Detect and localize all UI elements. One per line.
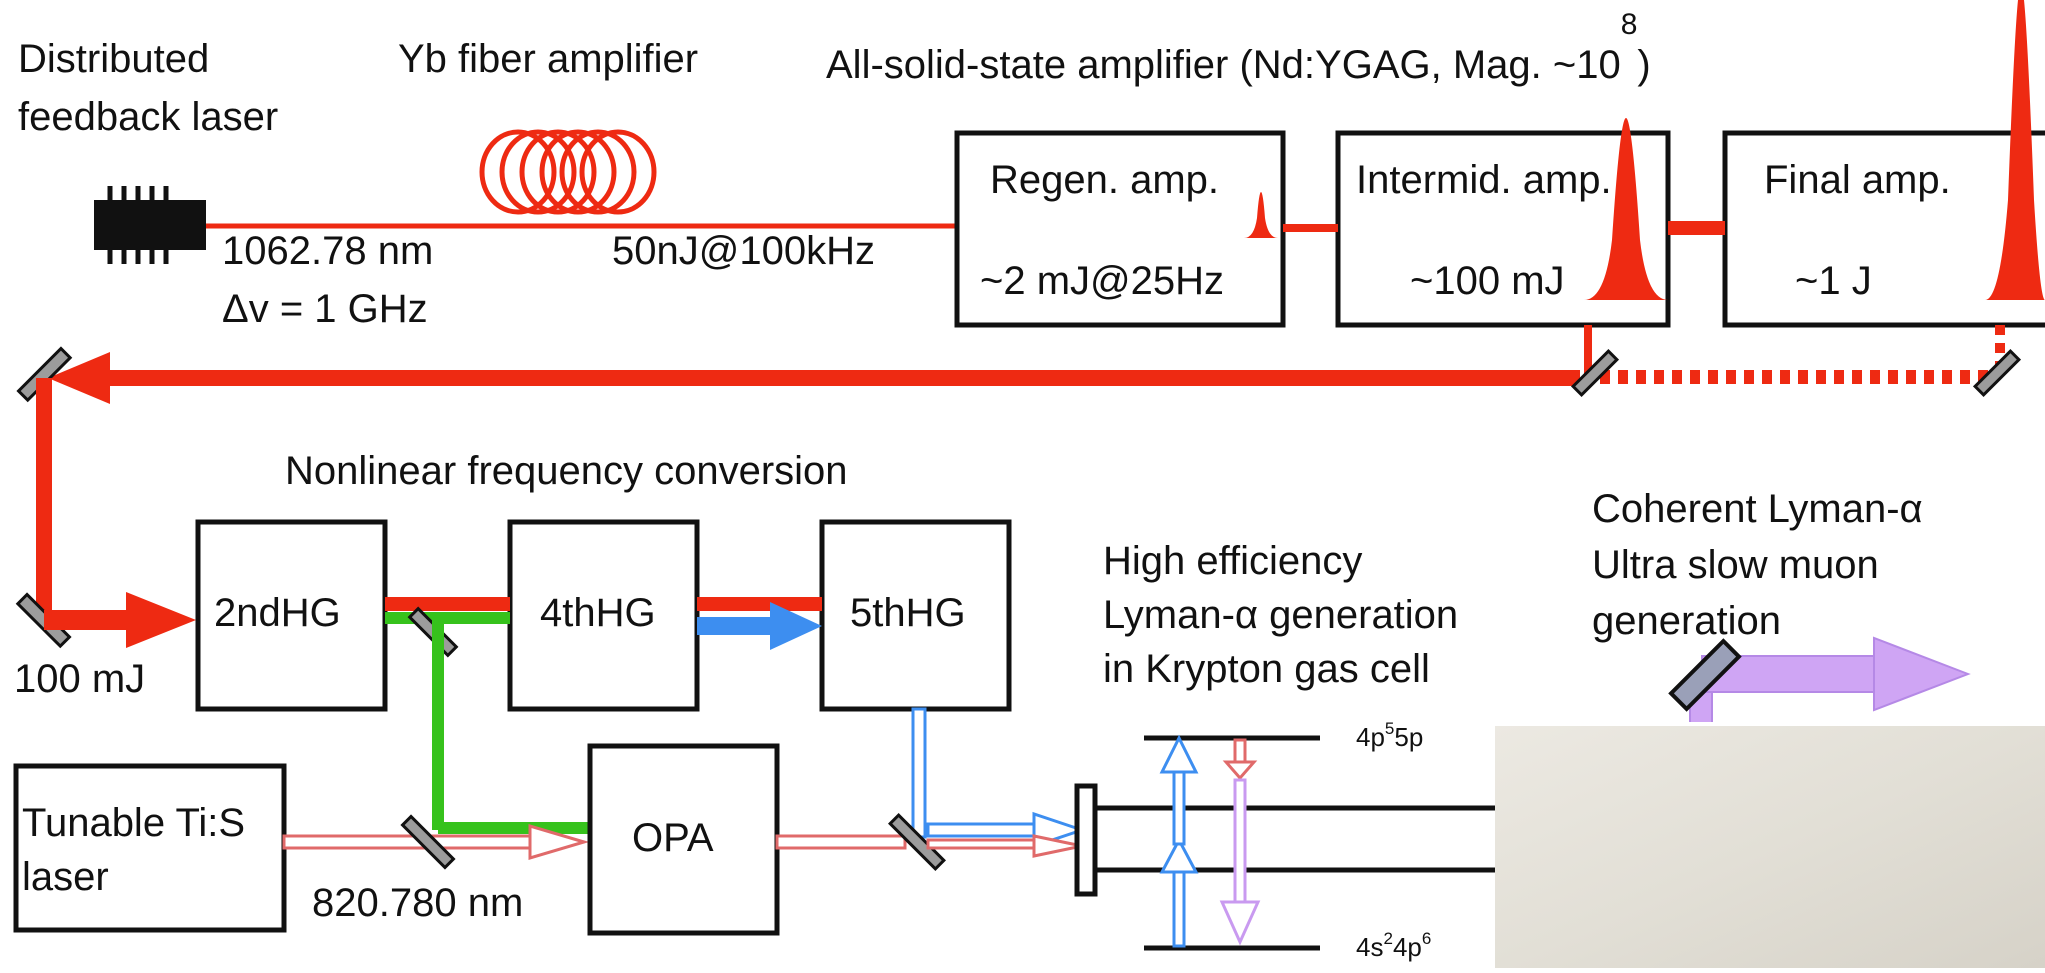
gas-cell-window-icon (1077, 786, 1095, 894)
shg-box: 2ndHG (198, 522, 385, 709)
muon-label-line2: Ultra slow muon (1592, 543, 1879, 587)
final-amp-value: ~1 J (1795, 259, 1872, 303)
krypton-label-line3: in Krypton gas cell (1103, 647, 1430, 691)
lower-level-sup1: 2 (1383, 929, 1392, 948)
yb-fiber-amplifier-label: Yb fiber amplifier (398, 37, 698, 81)
krypton-label-line2: Lyman-α generation (1103, 593, 1458, 637)
tisa-laser-line2: laser (22, 855, 109, 899)
upper-level-sup: 5 (1385, 719, 1394, 738)
yb-fiber-coil-icon (482, 132, 654, 212)
lyman-alpha-emission-arrow (1222, 780, 1258, 942)
solid-state-amplifier-exponent: 8 (1621, 8, 1638, 41)
opa-label: OPA (632, 816, 714, 860)
lower-level-base: 4s (1356, 932, 1383, 962)
final-pulse-icon (1985, 0, 2045, 300)
uv-excitation-arrow-lower (1162, 840, 1196, 946)
lyman-alpha-output-arrow (1702, 638, 1968, 710)
shg-label: 2ndHG (214, 591, 341, 635)
tisa-laser-box: Tunable Ti:S laser (16, 766, 284, 930)
dfb-laser-label-line2: feedback laser (18, 95, 278, 139)
solid-state-amplifier-text: All-solid-state amplifier (Nd:YGAG, Mag.… (826, 43, 1621, 87)
intermid-amp-value: ~100 mJ (1410, 259, 1565, 303)
regen-pulse-icon (1244, 192, 1278, 238)
ir-stimulated-arrow (1226, 740, 1254, 778)
lower-level-label: 4s24p6 (1356, 929, 1431, 962)
solid-state-amplifier-label: All-solid-state amplifier (Nd:YGAG, Mag.… (826, 8, 1651, 87)
intermid-pulse-icon (1584, 118, 1668, 300)
upper-level-base2: 5p (1394, 722, 1423, 752)
linewidth-label: Δv = 1 GHz (222, 287, 428, 331)
fifth-hg-label: 5thHG (850, 591, 966, 635)
krypton-label-line1: High efficiency (1103, 539, 1362, 583)
regen-amp-box: Regen. amp. ~2 mJ@25Hz (957, 133, 1283, 325)
wavelength-label: 1062.78 nm (222, 229, 433, 273)
final-amp-title: Final amp. (1764, 158, 1951, 202)
dfb-laser-chip-icon (94, 186, 206, 264)
solid-state-amplifier-close: ) (1637, 43, 1650, 87)
fourth-hg-label: 4thHG (540, 591, 656, 635)
uv-excitation-arrow-upper (1162, 738, 1196, 844)
lower-level-base2: 4p (1393, 932, 1422, 962)
dfb-laser-label-line1: Distributed (18, 37, 209, 81)
fiber-output-label: 50nJ@100kHz (612, 229, 875, 273)
uv-vertical-beam (913, 709, 925, 837)
opa-box: OPA (590, 746, 777, 933)
pump-energy-label: 100 mJ (14, 657, 145, 701)
muon-label-line3: generation (1592, 599, 1781, 643)
fourth-hg-box: 4thHG (510, 522, 697, 709)
fifth-hg-box: 5thHG (822, 522, 1009, 709)
tisa-laser-line1: Tunable Ti:S (22, 801, 245, 845)
tisa-wavelength-label: 820.780 nm (312, 881, 523, 925)
lower-level-sup2: 6 (1422, 929, 1431, 948)
regen-amp-value: ~2 mJ@25Hz (980, 259, 1224, 303)
opa-output-beam (777, 836, 905, 848)
nonlinear-conversion-title: Nonlinear frequency conversion (285, 449, 848, 493)
intermid-amp-title: Intermid. amp. (1356, 158, 1612, 202)
muon-label-line1: Coherent Lyman-α (1592, 487, 1923, 531)
upper-level-label: 4p55p (1356, 719, 1423, 752)
photo-inset (1495, 724, 2045, 968)
upper-level-base: 4p (1356, 722, 1385, 752)
pump-arrowhead-icon (126, 592, 196, 648)
regen-amp-title: Regen. amp. (990, 158, 1219, 202)
